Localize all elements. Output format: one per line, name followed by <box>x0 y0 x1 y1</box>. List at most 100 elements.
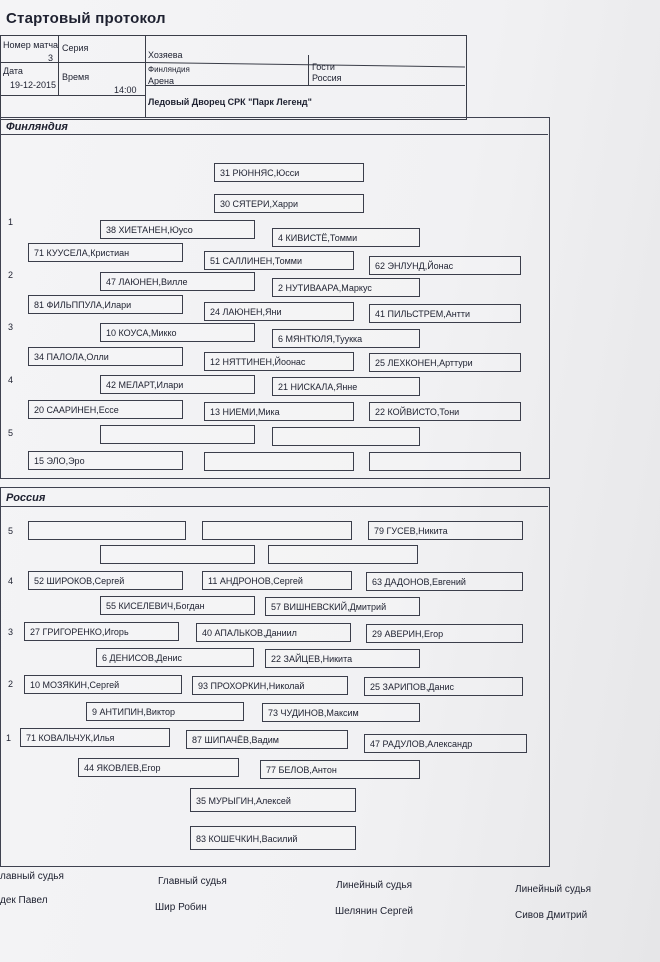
home-label: Хозяева <box>148 50 183 60</box>
finland-player: 42 МЕЛАРТ,Илари <box>100 375 255 394</box>
finland-player: 4 КИВИСТЁ,Томми <box>272 228 420 247</box>
russia-player: 63 ДАДОНОВ,Евгений <box>366 572 523 591</box>
match-info-table <box>0 35 467 120</box>
home-value: Финляндия <box>148 65 190 74</box>
page-title: Стартовый протокол <box>6 10 166 27</box>
finland-player: 15 ЭЛО,Эро <box>28 451 183 470</box>
russia-line-number: 2 <box>8 679 14 689</box>
arena-value: Ледовый Дворец СРК "Парк Легенд" <box>148 97 312 107</box>
finland-player: 24 ЛАЮНЕН,Яни <box>204 302 354 321</box>
finland-player: 41 ПИЛЬСТРЕМ,Антти <box>369 304 521 323</box>
russia-player: 22 ЗАЙЦЕВ,Никита <box>265 649 420 668</box>
header-divider <box>145 85 465 86</box>
russia-goalie: 35 МУРЫГИН,Алексей <box>190 788 356 812</box>
official-role: Главный судья <box>158 876 227 887</box>
russia-player: 29 АВЕРИН,Егор <box>366 624 523 643</box>
header-divider <box>308 55 309 85</box>
finland-goalie: 31 РЮННЯС,Юсси <box>214 163 364 182</box>
russia-player: 71 КОВАЛЬЧУК,Илья <box>20 728 170 747</box>
finland-player: 12 НЯТТИНЕН,Йоонас <box>204 352 354 371</box>
guests-label: Гости <box>312 62 335 72</box>
russia-player: 87 ШИПАЧЁВ,Вадим <box>186 730 348 749</box>
finland-line-number: 3 <box>8 322 14 332</box>
finland-player: 62 ЭНЛУНД,Йонас <box>369 256 521 275</box>
russia-player: 25 ЗАРИПОВ,Данис <box>364 677 523 696</box>
finland-player <box>204 452 354 471</box>
finland-player: 34 ПАЛОЛА,Олли <box>28 347 183 366</box>
official-name: Сивов Дмитрий <box>515 910 588 921</box>
russia-player <box>268 545 418 564</box>
russia-player: 40 АПАЛЬКОВ,Даниил <box>196 623 351 642</box>
finland-goalie: 30 СЯТЕРИ,Харри <box>214 194 364 213</box>
russia-player: 9 АНТИПИН,Виктор <box>86 702 244 721</box>
russia-player: 52 ШИРОКОВ,Сергей <box>28 571 183 590</box>
russia-player <box>100 545 255 564</box>
russia-player <box>202 521 352 540</box>
date-label: Дата <box>3 66 23 76</box>
finland-player: 6 МЯНТЮЛЯ,Туукка <box>272 329 420 348</box>
match-number-value: 3 <box>48 53 54 63</box>
finland-player: 71 КУУСЕЛА,Кристиан <box>28 243 183 262</box>
guests-value: Россия <box>312 73 342 83</box>
russia-player: 55 КИСЕЛЕВИЧ,Богдан <box>100 596 255 615</box>
russia-player <box>28 521 186 540</box>
russia-player: 27 ГРИГОРЕНКО,Игорь <box>24 622 179 641</box>
finland-player <box>369 452 521 471</box>
arena-label: Арена <box>148 76 174 86</box>
finland-player: 81 ФИЛЬППУЛА,Илари <box>28 295 183 314</box>
series-label: Серия <box>62 43 89 53</box>
finland-player <box>100 425 255 444</box>
finland-player: 25 ЛЕХКОНЕН,Арттури <box>369 353 521 372</box>
russia-player: 11 АНДРОНОВ,Сергей <box>202 571 352 590</box>
finland-lineup-frame <box>0 117 550 479</box>
header-divider <box>0 62 145 63</box>
official-name: Шелянин Сергей <box>335 906 413 917</box>
time-label: Время <box>62 72 90 82</box>
date-value: 19-12-2015 <box>10 80 57 90</box>
finland-player: 21 НИСКАЛА,Янне <box>272 377 420 396</box>
official-name: дек Павел <box>0 895 48 906</box>
russia-team-title: Россия <box>6 492 46 504</box>
finland-line-number: 4 <box>8 375 14 385</box>
russia-player: 47 РАДУЛОВ,Александр <box>364 734 527 753</box>
finland-line-number: 5 <box>8 428 14 438</box>
finland-player: 20 СААРИНЕН,Ессе <box>28 400 183 419</box>
russia-line-number: 3 <box>8 627 14 637</box>
russia-line-number: 4 <box>8 576 14 586</box>
russia-player: 77 БЕЛОВ,Антон <box>260 760 420 779</box>
header-divider <box>145 35 146 118</box>
russia-lineup-frame <box>0 487 550 867</box>
finland-player: 47 ЛАЮНЕН,Вилле <box>100 272 255 291</box>
russia-player: 10 МОЗЯКИН,Сергей <box>24 675 182 694</box>
header-divider <box>58 35 59 95</box>
russia-goalie: 83 КОШЕЧКИН,Василий <box>190 826 356 850</box>
finland-player: 10 КОУСА,Микко <box>100 323 255 342</box>
finland-player: 13 НИЕМИ,Мика <box>204 402 354 421</box>
russia-player: 44 ЯКОВЛЕВ,Егор <box>78 758 239 777</box>
match-number-label: Номер матча <box>3 40 59 50</box>
finland-player: 51 САЛЛИНЕН,Томми <box>204 251 354 270</box>
official-role: Линейный судья <box>336 880 413 891</box>
russia-player: 79 ГУСЕВ,Никита <box>368 521 523 540</box>
russia-header-divider <box>0 506 548 507</box>
official-role: лавный судья <box>0 871 64 882</box>
finland-player: 38 ХИЕТАНЕН,Юусо <box>100 220 255 239</box>
header-divider <box>0 95 145 96</box>
finland-line-number: 2 <box>8 270 14 280</box>
russia-player: 93 ПРОХОРКИН,Николай <box>192 676 348 695</box>
russia-player: 6 ДЕНИСОВ,Денис <box>96 648 254 667</box>
finland-line-number: 1 <box>8 217 14 227</box>
finland-player: 2 НУТИВААРА,Маркус <box>272 278 420 297</box>
russia-player: 73 ЧУДИНОВ,Максим <box>262 703 420 722</box>
russia-line-number: 1 <box>6 733 12 743</box>
finland-player: 22 КОЙВИСТО,Тони <box>369 402 521 421</box>
russia-line-number: 5 <box>8 526 14 536</box>
russia-player: 57 ВИШНЕВСКИЙ,Дмитрий <box>265 597 420 616</box>
official-role: Линейный судья <box>515 884 592 895</box>
finland-header-divider <box>0 134 548 135</box>
finland-player <box>272 427 420 446</box>
time-value: 14:00 <box>114 85 137 95</box>
finland-team-title: Финляндия <box>6 121 68 133</box>
official-name: Шир Робин <box>155 902 207 913</box>
